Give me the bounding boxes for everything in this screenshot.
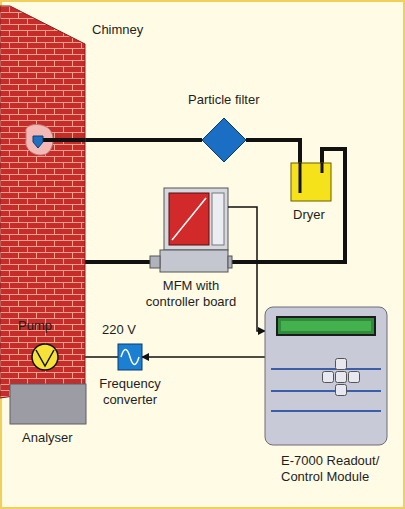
board-mark [172,198,206,240]
probe-pipe [43,138,85,142]
filter-diamond [202,118,246,162]
analyser: Analyser [10,384,86,424]
mfm-housing [164,188,228,250]
frequency-converter: Frequency converter [118,344,142,370]
component-label: Particle filter [188,92,260,108]
particle-filter-shape [202,118,246,162]
gas-line [85,138,202,142]
pump-symbol [36,350,54,366]
component-label: Chimney [92,22,143,38]
sampling-probe [33,136,43,148]
pump: Pump [32,344,58,370]
mfm-body [160,250,228,272]
signal-line [232,207,265,331]
inlet-fitting [150,256,160,268]
module-housing [265,307,387,445]
frequency-converter-shape [118,344,142,370]
voltage-label: 220 V [102,322,136,338]
component-label: Pump [18,318,52,334]
gas-line [232,149,345,262]
panel-stripe [271,390,381,392]
panel-stripe [271,368,381,370]
mass-flow-meter: MFM with controller board [150,188,232,274]
dryer-inlet-tube [299,163,302,193]
controller-board [169,193,209,245]
panel-stripe [271,410,381,412]
component-label: MFM with controller board [138,278,244,310]
signal-line [142,356,265,358]
mfm-side [212,193,224,245]
keypad-key [349,372,360,383]
component-label: Analyser [22,430,73,446]
chimney-wall [0,6,85,398]
pump-shape [32,344,58,370]
module-display [277,317,375,335]
mass-flow-meter-shape [150,188,232,274]
control-module-shape [265,307,387,445]
control-module: E-7000 Readout/ Control Module [265,307,387,445]
dryer-vessel [291,163,331,201]
keypad-key [323,372,334,383]
converter-box [118,344,142,370]
chimney: Chimney [0,0,85,400]
dryer-outlet-tube [321,163,324,173]
gas-line [246,140,300,163]
component-label: Frequency converter [90,376,170,408]
signal-stub [228,206,232,208]
outlet-fitting [228,256,232,268]
keypad-key [336,359,347,370]
display-glass [281,321,371,331]
keypad-key [336,372,347,383]
sine-wave [121,350,139,365]
analyser-shape [10,384,86,424]
particle-filter: Particle filter [202,118,246,162]
dryer: Dryer [291,163,331,201]
dryer-shape [291,163,331,201]
chimney-shape [0,0,85,400]
component-label: Dryer [293,207,325,223]
analyser-box [10,384,86,424]
pump-circle [32,344,58,370]
component-label: E-7000 Readout/ Control Module [281,453,393,485]
keypad-key [336,385,347,396]
